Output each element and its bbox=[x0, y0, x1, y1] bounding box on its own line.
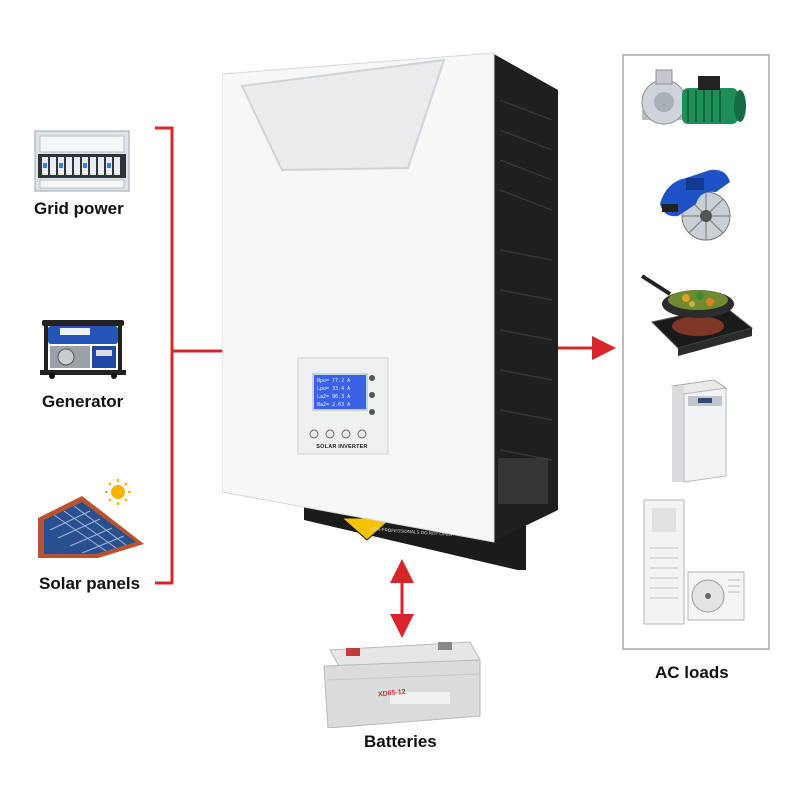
battery-icon bbox=[320, 636, 486, 728]
lcd-line: Bpo= 77.2 A bbox=[317, 378, 351, 384]
breaker-panel-icon bbox=[34, 130, 130, 192]
generator-icon bbox=[38, 314, 128, 380]
water-pump-icon bbox=[636, 66, 756, 138]
lcd-line: La2= 96.3 A bbox=[317, 394, 351, 400]
solar-inverter bbox=[222, 50, 562, 570]
solar-panel-icon bbox=[38, 478, 148, 558]
washing-machine-icon bbox=[668, 378, 730, 486]
battery-label: Batteries bbox=[364, 732, 437, 751]
lcd-line: Ba2= 2.63 A bbox=[317, 402, 351, 408]
inverter-lcd-display: Bpo= 77.2 A Lpo= 33.4 A La2= 96.3 A Ba2=… bbox=[312, 373, 368, 411]
source-label-solar: Solar panels bbox=[39, 574, 141, 593]
induction-cooker-icon bbox=[640, 266, 756, 356]
inverter-brand-label: SOLAR INVERTER bbox=[316, 444, 368, 450]
lcd-line: Lpo= 33.4 A bbox=[317, 386, 351, 392]
source-label-generator: Generator bbox=[42, 392, 124, 411]
source-label-grid: Grid power bbox=[34, 199, 124, 218]
air-conditioner-icon bbox=[642, 498, 746, 628]
circular-saw-icon bbox=[656, 164, 742, 244]
ac-loads-label: AC loads bbox=[655, 663, 729, 682]
sources-bracket bbox=[155, 126, 174, 585]
